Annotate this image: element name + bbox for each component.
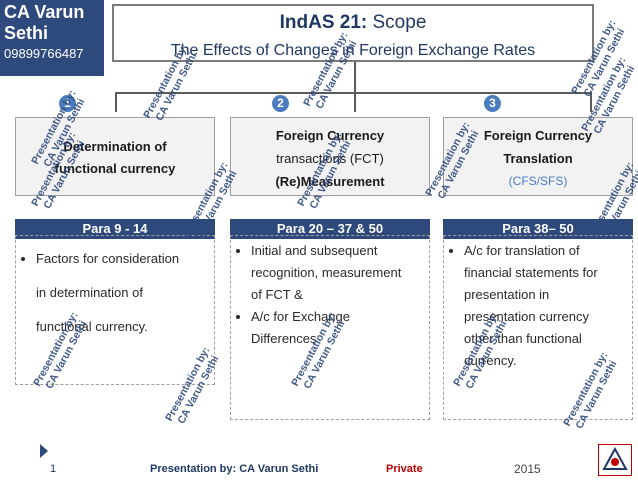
title-box: IndAS 21: Scope The Effects of Changes i… [112, 4, 594, 62]
topic-1-line1: Determination of [63, 139, 167, 154]
footer-arrow-icon [40, 444, 48, 458]
para-bar-1: Para 9 - 14 [15, 219, 215, 239]
topic-3-line2: Translation [503, 151, 573, 166]
topic-box-2: Foreign Currency transactions (FCT) (Re)… [230, 117, 430, 196]
topic-3-line1: Foreign Currency [483, 128, 593, 143]
footer-presenter: Presentation by: CA Varun Sethi [150, 463, 319, 475]
topic-box-3: Foreign Currency Translation (CFS/SFS) [443, 117, 633, 196]
author-name-line1: CA Varun [4, 2, 85, 22]
title-rest: Scope [367, 12, 427, 33]
connector-drop-1 [115, 92, 117, 112]
para-bar-2: Para 20 – 37 & 50 [230, 219, 430, 239]
topic-2-line2: transactions (FCT) [276, 151, 384, 166]
author-phone: 09899766487 [4, 46, 84, 61]
step-number-1: 1 [59, 95, 76, 112]
author-badge: CA Varun Sethi 09899766487 [0, 0, 104, 76]
institute-logo-icon [598, 444, 632, 476]
slide-title: IndAS 21: Scope [114, 12, 592, 34]
footer-private-label: Private [386, 463, 423, 475]
topic-2-line3: (Re)Measurement [275, 174, 385, 189]
step-number-3: 3 [484, 95, 501, 112]
topic-1-line2: functional currency [54, 161, 176, 176]
footer-year: 2015 [514, 462, 541, 476]
page-number: 1 [50, 463, 57, 475]
topic-box-1: Determination of functional currency [15, 117, 215, 196]
title-bold: IndAS 21: [279, 12, 368, 33]
connector-drop-3 [590, 92, 592, 112]
connector-horizontal [115, 92, 592, 94]
slide-subtitle: The Effects of Changes in Foreign Exchan… [170, 42, 536, 59]
para-bar-3: Para 38– 50 [443, 219, 633, 239]
topic-3-line3: (CFS/SFS) [508, 174, 568, 188]
connector-vertical-main [354, 62, 356, 94]
topic-2-line1: Foreign Currency [275, 128, 385, 143]
connector-drop-2 [354, 92, 356, 112]
author-name-line2: Sethi [4, 23, 49, 43]
step-number-2: 2 [272, 95, 289, 112]
